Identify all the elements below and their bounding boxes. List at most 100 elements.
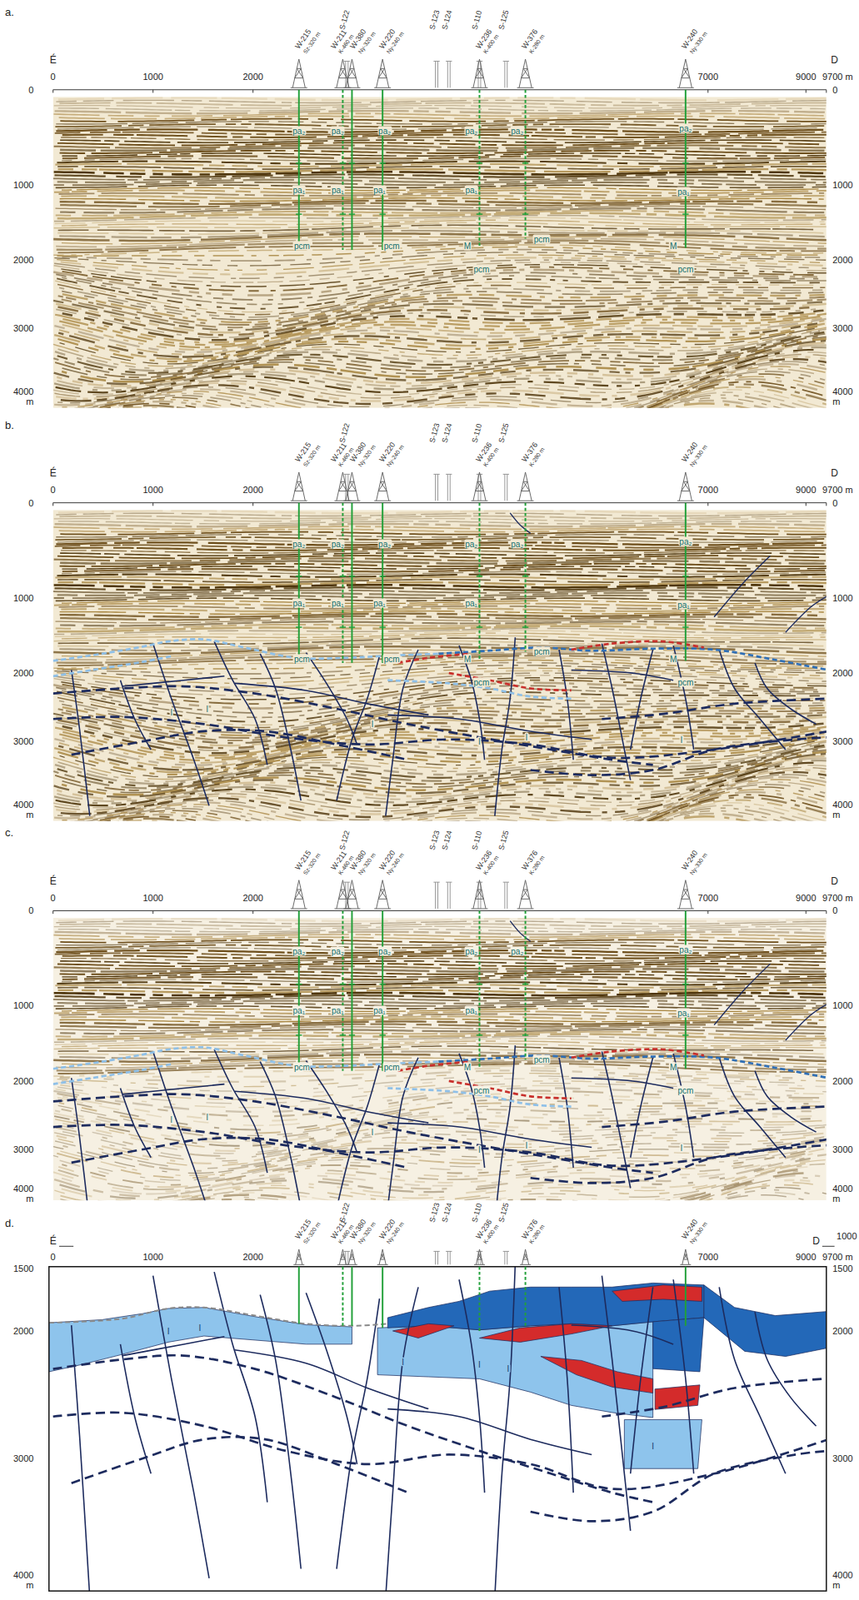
well-track: [341, 910, 344, 1071]
derrick-symbol: [290, 472, 308, 501]
unit-label: I: [477, 1360, 482, 1370]
formation-label: pa₂: [330, 539, 345, 549]
wells: [290, 880, 695, 1072]
formation-fill: [612, 1285, 703, 1303]
borehole-symbol: [503, 1251, 510, 1265]
axis-tick: [707, 910, 709, 914]
well-track: [350, 503, 353, 664]
interpretation: [53, 513, 827, 817]
well-track: [298, 503, 300, 664]
formation-label: pa₂: [678, 537, 693, 547]
depth-tick: 3000: [832, 1453, 853, 1464]
derrick-symbol: [377, 1249, 389, 1265]
borehole-label: S-110: [471, 1203, 485, 1224]
formation-label: pa₂: [509, 947, 525, 957]
well-marker: [682, 162, 689, 164]
seismic-reflector: [58, 387, 827, 409]
seismic-reflector: [54, 1154, 827, 1197]
seismic-reflector: [59, 1029, 825, 1034]
well-track: [684, 503, 687, 662]
formation-label: pcm: [472, 264, 490, 275]
borehole-label: S-123: [429, 830, 443, 853]
unit-label: I: [169, 1115, 174, 1125]
formation-fill: [654, 1385, 700, 1410]
derrick-symbol: [374, 880, 391, 909]
well-marker: [476, 626, 483, 628]
fault-line: [601, 1051, 630, 1189]
fault-line: [601, 644, 630, 781]
fault-line: [754, 1071, 816, 1133]
seismic-reflector: [57, 1001, 827, 1004]
fault-line: [305, 653, 357, 745]
seismic-reflector: [54, 1178, 809, 1201]
well-marker: [339, 1034, 346, 1036]
derrick-symbol: [517, 472, 535, 501]
unit-label: I: [204, 1112, 210, 1122]
formation-label: pa₂: [291, 125, 306, 135]
horizon-line: [122, 1337, 225, 1357]
axis-tick: [707, 503, 709, 507]
distance-tick: 0: [50, 892, 56, 903]
formation-label: M: [463, 654, 472, 665]
unit-label: I: [650, 1442, 655, 1452]
derrick-symbol: [290, 880, 308, 909]
seismic-section: [53, 96, 827, 408]
seismic-reflector: [54, 1027, 826, 1032]
seismic-reflector: [62, 749, 827, 793]
fault-line: [714, 555, 770, 617]
seismic-reflector: [61, 1041, 826, 1048]
borehole-label: S-125: [498, 1203, 512, 1225]
unit-label: I: [198, 1323, 203, 1334]
section-end: É: [49, 1237, 57, 1249]
distance-tick: 7000: [698, 71, 719, 82]
well-track: [479, 503, 481, 661]
axis-tick: [825, 89, 827, 94]
deep-horizon: [71, 1437, 409, 1494]
horizon-dashed: [398, 654, 470, 664]
depth-tick: 3000: [832, 1144, 853, 1155]
fault-line: [385, 649, 419, 817]
formation-label: pa₂: [330, 947, 345, 957]
well-marker: [379, 575, 386, 577]
well-track: [684, 910, 687, 1069]
well-track: [381, 910, 384, 1071]
seismic-ground: [53, 509, 827, 821]
distance-tick: 9700 m: [822, 892, 854, 903]
depth-tick: 4000 m: [832, 1570, 853, 1591]
well-marker: [349, 162, 355, 164]
fault-line: [754, 1312, 816, 1427]
well-marker: [682, 626, 689, 628]
seismic-reflector: [59, 148, 825, 151]
formation-label: pcm: [533, 234, 551, 244]
borehole-label: S-123: [429, 1203, 443, 1225]
seismic-reflector: [59, 937, 825, 940]
section-end: É: [49, 55, 57, 67]
well-track: [350, 1267, 353, 1327]
seismic-ground: [53, 96, 827, 408]
well-marker: [682, 1034, 689, 1036]
seismic-reflector: [62, 318, 823, 350]
section-end: D: [830, 877, 839, 889]
formation-label: pa₂: [678, 944, 693, 954]
well-track: [524, 503, 527, 653]
derrick-symbol: [519, 1249, 531, 1265]
fault-line: [785, 1004, 827, 1041]
depth-tick: 1000: [832, 179, 853, 190]
seismic-reflector: [59, 320, 825, 355]
seismic-reflector: [57, 593, 827, 596]
seismic-reflector: [54, 1003, 827, 1007]
depth-tick: 3000: [13, 323, 34, 334]
fault-line: [719, 649, 786, 750]
horizon-dashed: [53, 1047, 440, 1069]
panel-letter: d.: [4, 1218, 15, 1230]
borehole-symbol: [503, 882, 510, 909]
well-marker: [295, 575, 302, 577]
well-track: [381, 89, 384, 250]
fault-line: [559, 649, 574, 760]
seismic-reflector: [61, 1195, 804, 1201]
deep-horizon: [530, 1145, 827, 1184]
borehole-label: S-110: [471, 830, 485, 852]
formation-label: pa₂: [330, 125, 345, 135]
well-track: [298, 1267, 300, 1325]
